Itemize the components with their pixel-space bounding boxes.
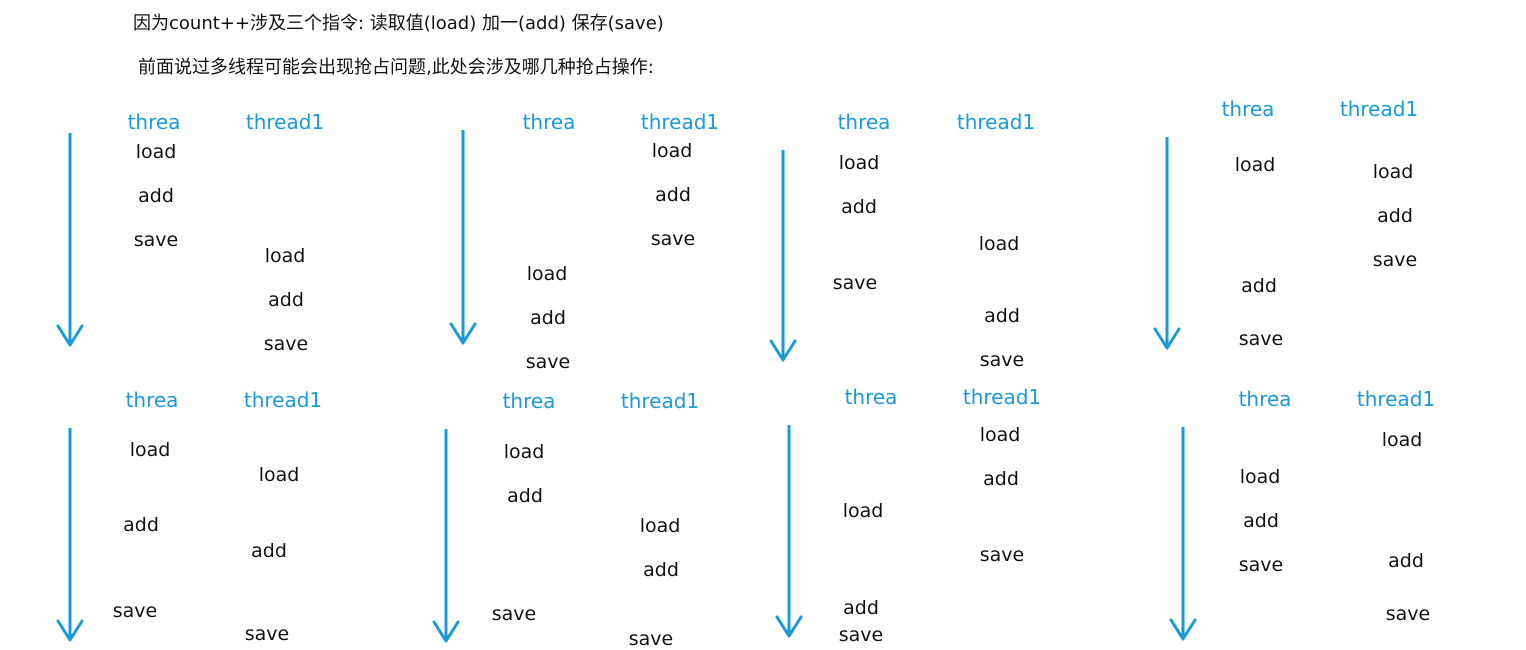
- thread-b-op-load: load: [258, 464, 300, 486]
- thread-b-op-save: save: [1372, 249, 1418, 271]
- thread-a-op-save: save: [112, 600, 158, 622]
- time-arrow-icon: [769, 150, 797, 362]
- thread-b-op-save: save: [979, 349, 1025, 371]
- thread-b-op-load: load: [1381, 429, 1423, 451]
- thread-a-op-save: save: [133, 229, 179, 251]
- time-arrow-icon: [449, 130, 477, 345]
- thread-a-op-add: add: [507, 485, 543, 507]
- intro-line-1: 因为count++涉及三个指令: 读取值(load) 加一(add) 保存(sa…: [133, 13, 664, 34]
- thread-b-op-load: load: [651, 140, 693, 162]
- thread-b-op-load: load: [264, 245, 306, 267]
- thread-b-op-add: add: [1377, 205, 1413, 227]
- thread-b-op-save: save: [650, 228, 696, 250]
- thread-a-op-load: load: [1234, 154, 1276, 176]
- thread-a-op-add: add: [841, 196, 877, 218]
- thread-b-op-add: add: [983, 468, 1019, 490]
- thread-a-op-add: add: [138, 185, 174, 207]
- thread-a-header: threa: [837, 110, 891, 134]
- thread-b-op-add: add: [984, 305, 1020, 327]
- thread-a-op-load: load: [129, 439, 171, 461]
- thread-b-op-save: save: [1385, 603, 1431, 625]
- thread-a-op-add: add: [123, 514, 159, 536]
- thread-b-op-save: save: [244, 623, 290, 645]
- thread-b-op-add: add: [1388, 550, 1424, 572]
- thread-a-op-save: save: [838, 624, 884, 646]
- thread-a-header: threa: [125, 388, 179, 412]
- thread-a-op-load: load: [526, 263, 568, 285]
- time-arrow-icon: [432, 429, 460, 643]
- thread-a-op-save: save: [832, 272, 878, 294]
- thread-b-header: thread1: [1356, 387, 1436, 411]
- thread-a-op-load: load: [1239, 466, 1281, 488]
- thread-b-op-add: add: [643, 559, 679, 581]
- thread-a-header: threa: [502, 389, 556, 413]
- thread-a-header: threa: [1238, 387, 1292, 411]
- thread-b-op-add: add: [268, 289, 304, 311]
- thread-a-op-load: load: [842, 500, 884, 522]
- thread-b-op-load: load: [978, 233, 1020, 255]
- thread-a-op-save: save: [491, 603, 537, 625]
- thread-b-op-save: save: [263, 333, 309, 355]
- time-arrow-icon: [1153, 137, 1181, 350]
- intro-line-2: 前面说过多线程可能会出现抢占问题,此处会涉及哪几种抢占操作:: [138, 57, 654, 78]
- time-arrow-icon: [1169, 427, 1197, 641]
- thread-b-op-add: add: [251, 540, 287, 562]
- thread-b-op-load: load: [979, 424, 1021, 446]
- thread-a-op-add: add: [1243, 510, 1279, 532]
- thread-a-op-load: load: [838, 152, 880, 174]
- time-arrow-icon: [56, 133, 84, 347]
- thread-b-header: thread1: [640, 110, 720, 134]
- thread-a-header: threa: [127, 110, 181, 134]
- thread-b-header: thread1: [962, 385, 1042, 409]
- thread-b-op-save: save: [979, 544, 1025, 566]
- thread-a-header: threa: [1221, 97, 1275, 121]
- thread-b-header: thread1: [1339, 97, 1419, 121]
- thread-a-op-add: add: [530, 307, 566, 329]
- time-arrow-icon: [56, 428, 84, 642]
- thread-a-header: threa: [522, 110, 576, 134]
- thread-b-op-load: load: [1372, 161, 1414, 183]
- thread-b-header: thread1: [245, 110, 325, 134]
- thread-b-header: thread1: [243, 388, 323, 412]
- thread-a-op-add: add: [1241, 275, 1277, 297]
- thread-a-op-load: load: [135, 141, 177, 163]
- time-arrow-icon: [775, 425, 803, 638]
- thread-b-op-save: save: [628, 628, 674, 650]
- thread-b-header: thread1: [620, 389, 700, 413]
- thread-a-op-save: save: [1238, 554, 1284, 576]
- thread-a-op-save: save: [1238, 328, 1284, 350]
- thread-a-header: threa: [844, 385, 898, 409]
- thread-a-op-load: load: [503, 441, 545, 463]
- thread-a-op-add: add: [843, 597, 879, 619]
- thread-b-header: thread1: [956, 110, 1036, 134]
- thread-b-op-add: add: [655, 184, 691, 206]
- thread-a-op-save: save: [525, 351, 571, 373]
- thread-b-op-load: load: [639, 515, 681, 537]
